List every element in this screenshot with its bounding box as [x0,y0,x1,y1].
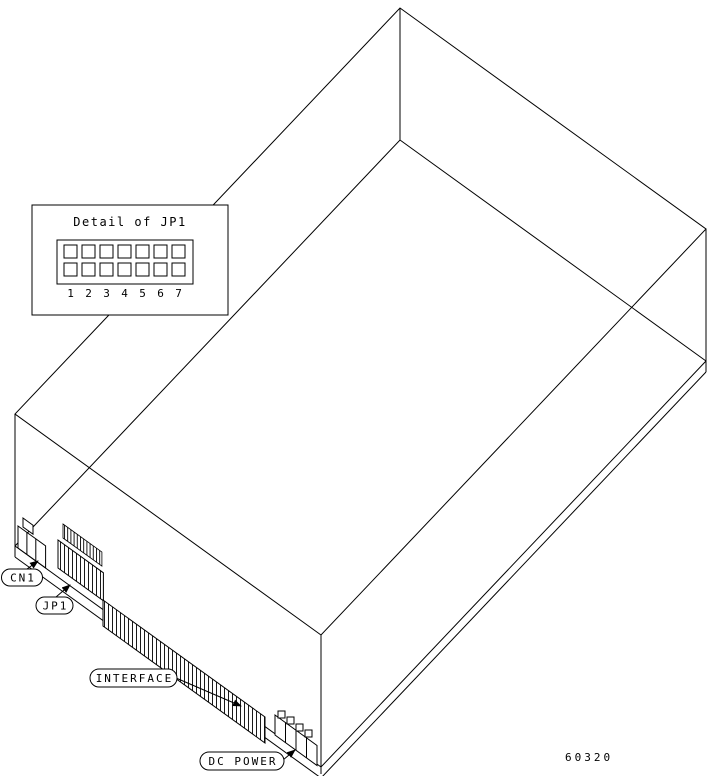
cn1-label: CN1 [1,560,43,587]
jp1-pin-comb [62,523,103,567]
pin-number: 5 [139,287,146,300]
jp1-label-text: JP1 [43,600,69,613]
figure-number: 60320 [565,751,613,764]
dc-power-pin [277,710,286,719]
cn1-label-outline [1,568,43,587]
jp1-leader-line [55,584,71,598]
jp1-jumper-block [57,523,104,602]
dc-power-pin [304,729,313,738]
jumper-pin [63,244,78,259]
cn1-pin-dividers [26,532,37,561]
jumper-pin [117,262,132,277]
jumper-pin [135,262,150,277]
pin-number: 7 [175,287,182,300]
dc-power-leader-line [282,749,296,761]
cn1-body [17,525,47,569]
interface-label-text: INTERFACE [96,672,174,685]
jp1-body-hatch [58,540,104,601]
dc-power-pin [286,716,295,725]
drive-enclosure-wireframe [14,7,707,776]
cn1-tab [22,517,34,536]
pin-number: 6 [157,287,164,300]
jumper-pin [135,244,150,259]
jumper-pin [81,244,96,259]
jumper-pin [81,262,96,277]
pin-number: 2 [85,287,92,300]
cn1-label-text: CN1 [10,572,36,585]
jumper-pin [117,244,132,259]
jumper-pin [153,262,168,277]
pin-number: 4 [121,287,128,300]
interface-label-outline [89,668,178,688]
jp1-label: JP1 [35,584,74,615]
pin-number: 3 [103,287,110,300]
dc-power-label: DC POWER [199,749,296,771]
cn1-leader-line [26,560,39,570]
enclosure-hidden-bottom-edges [14,139,707,547]
dc-power-pin-dividers [285,722,307,758]
interface-connector [102,599,266,744]
jumper-pin [63,262,78,277]
interface-label: INTERFACE [89,668,242,707]
jumper-pin [171,262,186,277]
interface-pins-hatch [103,600,265,743]
detail-box-title: Detail of JP1 [73,215,186,229]
dc-power-label-outline [199,751,285,771]
interface-leader-line [175,677,242,707]
jumper-pin [153,244,168,259]
jp1-detail-callout: Detail of JP1 1 2 3 4 5 6 7 [31,204,229,316]
jumper-pin [99,244,114,259]
dc-power-connector [274,710,318,767]
enclosure-bottom-edges [14,360,707,768]
pin-number: 1 [67,287,74,300]
cn1-connector [17,517,47,569]
dc-power-pin [295,723,304,732]
enclosure-top-face [14,7,707,636]
jp1-label-outline [35,596,74,615]
jumper-pin [171,244,186,259]
dc-power-label-text: DC POWER [209,755,278,768]
jumper-pin [99,262,114,277]
enclosure-base-flange-right [322,371,707,776]
